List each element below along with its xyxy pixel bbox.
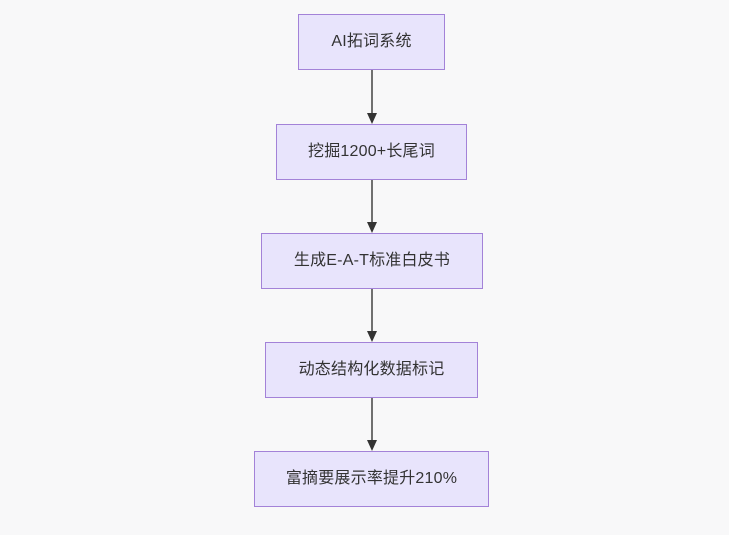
arrowhead-icon: [367, 440, 377, 451]
flow-edge-3: [366, 289, 378, 342]
flow-node-rich-snippet-impression-lift[interactable]: 富摘要展示率提升210%: [254, 451, 489, 507]
flow-node-mine-longtail-keywords[interactable]: 挖掘1200+长尾词: [276, 124, 467, 180]
flow-node-label: 挖掘1200+长尾词: [308, 143, 435, 160]
flow-node-ai-keyword-system[interactable]: AI拓词系统: [298, 14, 445, 70]
flow-node-generate-eat-whitepaper[interactable]: 生成E-A-T标准白皮书: [261, 233, 483, 289]
flow-node-label: 富摘要展示率提升210%: [285, 470, 458, 487]
flow-node-label: 生成E-A-T标准白皮书: [293, 252, 451, 269]
flow-node-label: 动态结构化数据标记: [298, 361, 445, 378]
flow-edge-1: [366, 70, 378, 124]
flow-edge-4: [366, 398, 378, 451]
arrowhead-icon: [367, 222, 377, 233]
flow-node-dynamic-structured-data-markup[interactable]: 动态结构化数据标记: [265, 342, 478, 398]
arrowhead-icon: [367, 113, 377, 124]
arrowhead-icon: [367, 331, 377, 342]
flow-node-label: AI拓词系统: [331, 33, 412, 50]
flow-edge-2: [366, 180, 378, 233]
